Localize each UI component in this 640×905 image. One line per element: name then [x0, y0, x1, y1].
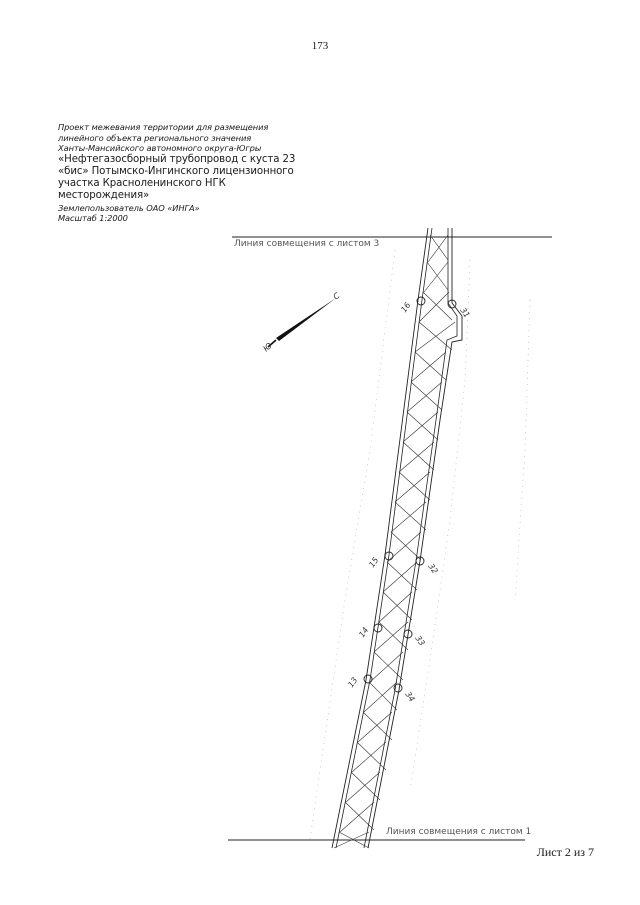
title-block: Проект межевания территории для размещен… — [58, 122, 298, 224]
scale: Масштаб 1:2000 — [58, 213, 128, 224]
corridor-right-outer — [367, 228, 463, 849]
point-label-31: 31 — [458, 306, 471, 320]
page-number: 173 — [311, 40, 329, 52]
join-label-bottom: Линия совмещения с листом 1 — [386, 827, 531, 837]
corridor-left-inner — [335, 227, 433, 849]
point-label-16: 16 — [399, 301, 412, 315]
background-traces — [309, 249, 531, 841]
point-label-34: 34 — [403, 690, 416, 704]
north-label: С — [332, 291, 342, 302]
project-name-line-2: «бис» Потымско-Ингинского лицензионного — [58, 165, 294, 177]
title-line-2: линейного объекта регионального значения — [58, 132, 252, 143]
point-label-13: 13 — [346, 676, 359, 690]
boundary-point-34: 34 — [393, 683, 417, 704]
corridor-left-outer — [331, 227, 429, 849]
project-name-line-4: месторождения» — [58, 190, 150, 202]
point-label-15: 15 — [367, 556, 380, 570]
title-line-3: Ханты-Мансийского автономного округа-Югр… — [58, 143, 262, 154]
corridor-hatching — [333, 234, 456, 849]
north-arrow-head — [276, 298, 336, 341]
sheet-label: Лист 2 из 7 — [536, 845, 594, 859]
point-label-33: 33 — [413, 634, 426, 648]
boundary-point-13: 13 — [346, 674, 373, 690]
point-label-14: 14 — [357, 626, 370, 640]
corridor-right-inner — [363, 228, 458, 849]
point-label-32: 32 — [426, 562, 439, 576]
project-name-line-1: «Нефтегазосборный трубопровод с куста 23 — [58, 153, 296, 165]
landowner: Землепользователь ОАО «ИНГА» — [58, 202, 200, 213]
project-name-line-3: участка Красноленинского НГК — [58, 178, 226, 190]
north-arrow-shaft — [267, 339, 277, 348]
north-arrow: С Ю — [262, 291, 342, 354]
title-line-1: Проект межевания территории для размещен… — [58, 122, 269, 132]
join-label-top: Линия совмещения с листом 3 — [234, 239, 379, 249]
